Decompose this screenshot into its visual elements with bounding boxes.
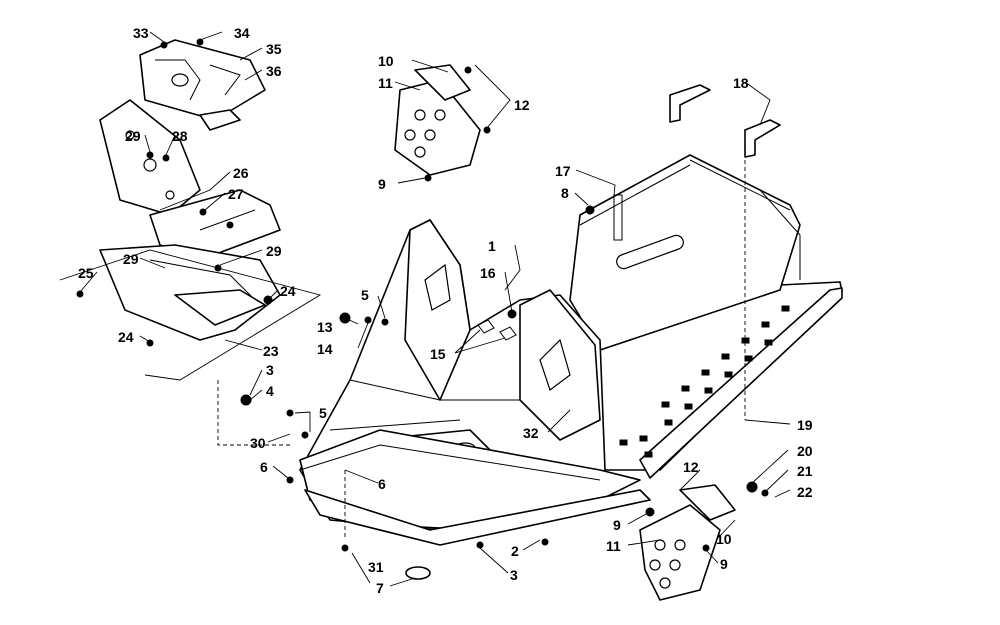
- upper-bracket-assembly: [139, 39, 266, 131]
- grommet-7: [405, 566, 431, 580]
- callout-28: 28: [172, 128, 188, 144]
- grab-handles: [669, 84, 781, 158]
- callout-labels: 33 34 35 36 29 28 26 27 29 29 25 24 24 2…: [78, 25, 813, 596]
- callout-9-top: 9: [378, 176, 386, 192]
- bracket-26: [149, 189, 281, 261]
- callout-22: 22: [797, 484, 813, 500]
- callout-30: 30: [250, 435, 266, 451]
- callout-5-upper: 5: [361, 287, 369, 303]
- callout-29-upper: 29: [125, 128, 141, 144]
- callout-4: 4: [266, 383, 274, 399]
- tunnel: [569, 154, 801, 351]
- leader-lines: [79, 31, 791, 587]
- callout-26: 26: [233, 165, 249, 181]
- callout-21: 21: [797, 463, 813, 479]
- callout-20: 20: [797, 443, 813, 459]
- callout-24-left: 24: [118, 329, 134, 345]
- callout-2: 2: [511, 543, 519, 559]
- callout-31: 31: [368, 559, 384, 575]
- callout-9-bottom-left: 9: [613, 517, 621, 533]
- callout-7: 7: [376, 580, 384, 596]
- callout-3-upper: 3: [266, 362, 274, 378]
- callout-6-center: 6: [378, 476, 386, 492]
- callout-29-left: 29: [123, 251, 139, 267]
- callout-36: 36: [266, 63, 282, 79]
- callout-9-bottom-right: 9: [720, 556, 728, 572]
- lower-skid-plate: [639, 484, 736, 601]
- callout-32: 32: [523, 425, 539, 441]
- callout-16: 16: [480, 265, 496, 281]
- lower-left-plate: [99, 244, 281, 341]
- assembly-outline: [59, 249, 322, 381]
- callout-13: 13: [317, 319, 333, 335]
- callout-34: 34: [234, 25, 250, 41]
- callout-18: 18: [733, 75, 749, 91]
- callout-35: 35: [266, 41, 282, 57]
- callout-8: 8: [561, 185, 569, 201]
- front-bumper-rail: [299, 429, 651, 546]
- callout-27: 27: [228, 186, 244, 202]
- callout-5-lower: 5: [319, 405, 327, 421]
- callout-6-left: 6: [260, 459, 268, 475]
- callout-29-right: 29: [266, 243, 282, 259]
- callout-24-right: 24: [280, 283, 296, 299]
- callout-12-bottom: 12: [683, 459, 699, 475]
- callout-17: 17: [555, 163, 571, 179]
- callout-14: 14: [317, 341, 333, 357]
- callout-12-top: 12: [514, 97, 530, 113]
- upper-skid-plate: [394, 64, 481, 176]
- callout-33: 33: [133, 25, 149, 41]
- ref-line-left: [217, 380, 290, 446]
- callout-15: 15: [430, 346, 446, 362]
- callout-10-top: 10: [378, 53, 394, 69]
- callout-23: 23: [263, 343, 279, 359]
- callout-19: 19: [797, 417, 813, 433]
- callout-11-top: 11: [378, 75, 393, 91]
- callout-11-bottom: 11: [606, 538, 621, 554]
- callout-25: 25: [78, 265, 94, 281]
- callout-3-lower: 3: [510, 567, 518, 583]
- callout-10-bottom: 10: [716, 531, 732, 547]
- callout-1: 1: [488, 238, 496, 254]
